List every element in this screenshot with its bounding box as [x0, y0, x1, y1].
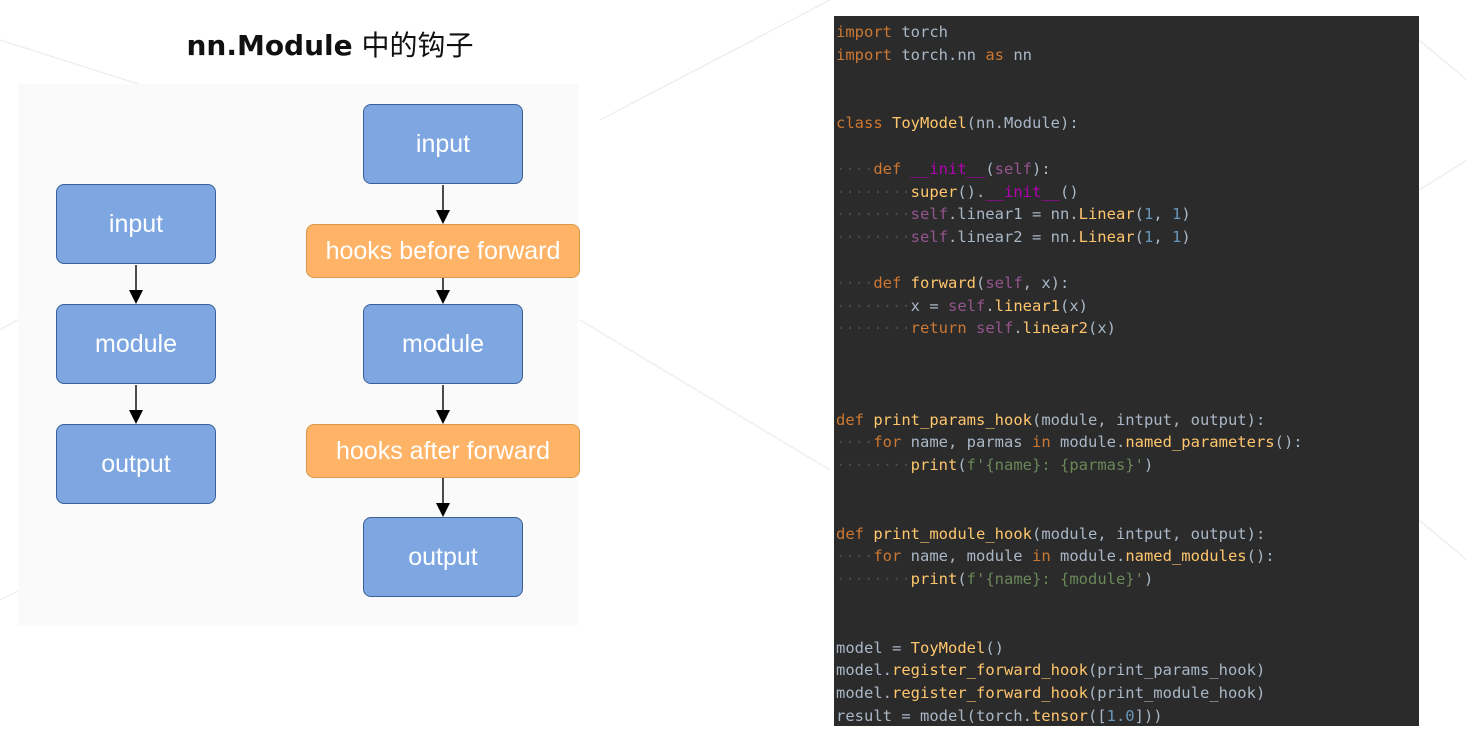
code-line: result = model(torch.tensor([1.0])) [836, 707, 1163, 725]
right-module-label: module [402, 329, 484, 358]
title-rest: 中的钩子 [352, 29, 474, 62]
code-line: model.register_forward_hook(print_module… [836, 684, 1266, 703]
code-line: import torch.nn as nn [836, 45, 1032, 64]
code-line: ········return self.linear2(x) [836, 319, 1116, 338]
code-line: import torch [836, 23, 948, 41]
code-line: ········self.linear2 = nn.Linear(1, 1) [836, 228, 1191, 247]
hooks-before-forward-node: hooks before forward [306, 224, 580, 278]
code-line: ········print(f'{name}: {parmas}') [836, 456, 1154, 475]
right-output-node: output [363, 517, 523, 597]
code-editor: import torch import torch.nn as nn class T… [834, 16, 1419, 726]
code-line: ········x = self.linear1(x) [836, 296, 1088, 315]
left-output-node: output [56, 424, 216, 504]
code-line: ····def forward(self, x): [836, 273, 1070, 292]
code-line: ········super().__init__() [836, 182, 1079, 201]
left-module-label: module [95, 329, 177, 358]
left-input-label: input [108, 209, 164, 238]
code-line: def print_params_hook(module, intput, ou… [836, 410, 1266, 429]
code-line: ····for name, parmas in module.named_par… [836, 433, 1303, 452]
right-input-label: input [415, 129, 471, 158]
left-input-node: input [56, 184, 216, 264]
hooks-before-forward-label: hooks before forward [325, 236, 561, 265]
code-line: class ToyModel(nn.Module): [836, 114, 1079, 133]
right-input-node: input [363, 104, 523, 184]
code-line: ····def __init__(self): [836, 159, 1051, 178]
code-line: ········self.linear1 = nn.Linear(1, 1) [836, 205, 1191, 224]
title-bold: nn.Module [186, 29, 353, 62]
left-module-node: module [56, 304, 216, 384]
hooks-after-forward-node: hooks after forward [306, 424, 580, 478]
code-line: ····for name, module in module.named_mod… [836, 547, 1275, 566]
right-output-label: output [408, 542, 478, 571]
code-line: model = ToyModel() [836, 638, 1004, 657]
code-line: def print_module_hook(module, intput, ou… [836, 524, 1266, 543]
hooks-after-forward-label: hooks after forward [336, 436, 550, 465]
code-line: model.register_forward_hook(print_params… [836, 661, 1266, 680]
code-line: ········print(f'{name}: {module}') [836, 570, 1154, 589]
right-module-node: module [363, 304, 523, 384]
left-output-label: output [101, 449, 171, 478]
page-title: nn.Module 中的钩子 [120, 24, 540, 64]
